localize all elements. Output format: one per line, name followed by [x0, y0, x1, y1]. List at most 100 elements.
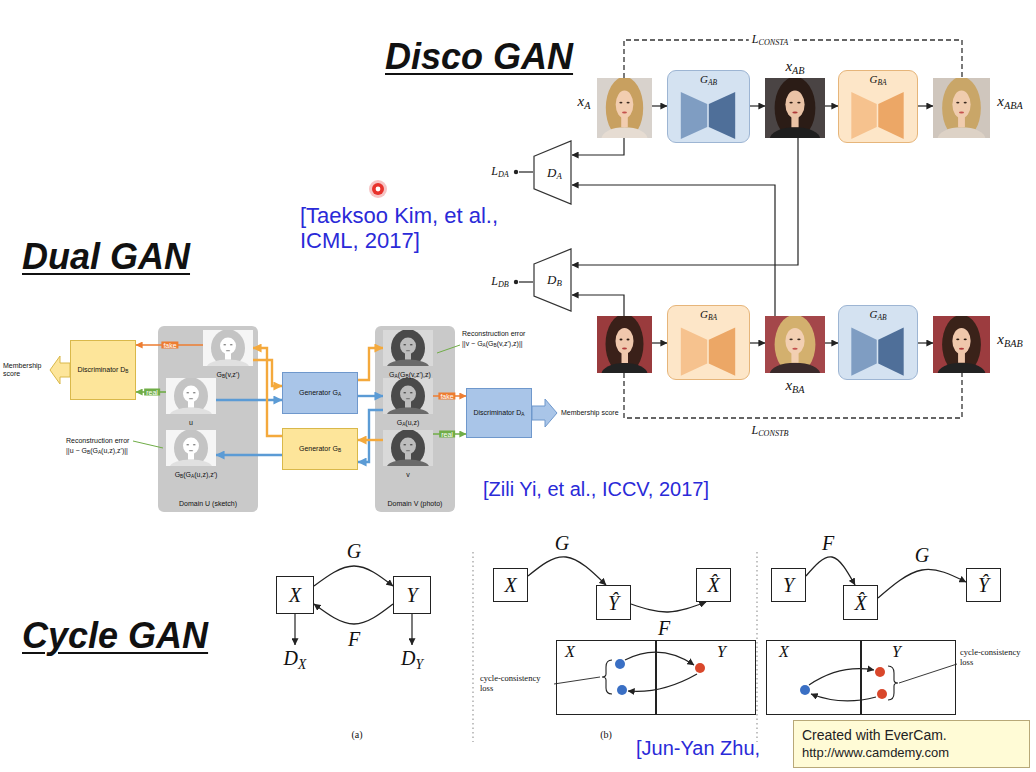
- text-run: A: [483, 343, 486, 348]
- text-run: ABA: [1004, 100, 1023, 111]
- text-run: Membership score: [561, 409, 619, 416]
- face: [952, 91, 970, 119]
- section-heading: Disco GAN: [385, 36, 573, 77]
- connector: [253, 348, 282, 436]
- text-run: http://www.camdemy.com: [802, 745, 949, 760]
- connector: [918, 342, 933, 343]
- shoulders: [170, 460, 212, 466]
- image-node: GA(GB(v,z'),z): [383, 330, 433, 366]
- eye: [964, 102, 967, 104]
- text-run: G: [869, 73, 877, 85]
- sample-dot: [617, 685, 627, 695]
- text-run: real: [146, 389, 158, 396]
- text-run: X: [504, 574, 516, 596]
- shoulders: [770, 127, 820, 138]
- mapping-label: G: [914, 544, 930, 567]
- text-run: A: [98, 450, 101, 455]
- lips: [406, 350, 411, 351]
- node-label: GB(v,z'): [216, 371, 239, 379]
- text-run: x: [785, 377, 792, 393]
- node-label: X̂: [854, 593, 866, 613]
- wire: [411, 614, 412, 645]
- text-run: [Taeksoo Kim, et al., ICML, 2017]: [300, 203, 498, 253]
- eye: [627, 102, 630, 104]
- text-run: (b): [600, 729, 612, 740]
- lips: [622, 348, 627, 350]
- text-run: AB: [708, 78, 717, 87]
- node-label: DA: [547, 164, 562, 180]
- consistency-loss-line: [624, 373, 962, 418]
- loss-label: LDB: [491, 275, 509, 289]
- text-run: L: [752, 32, 759, 46]
- eye: [410, 344, 413, 345]
- node-label: GB(GA(u,z),z'): [175, 471, 218, 479]
- node-label: Y: [783, 575, 794, 595]
- text-run: G: [700, 308, 708, 320]
- loss-output-dot: [514, 170, 518, 174]
- text-run: G: [915, 544, 929, 566]
- generator-box: GAB: [838, 305, 918, 380]
- text-run: X: [779, 643, 789, 660]
- image-node: xAB: [765, 78, 825, 138]
- text-run: G: [82, 447, 87, 454]
- eye: [403, 344, 406, 345]
- text-run: B: [222, 374, 225, 379]
- text-run: x: [785, 58, 792, 74]
- eye: [186, 444, 189, 445]
- text-run: BAB: [1004, 338, 1023, 349]
- face: [400, 386, 416, 403]
- decoder-shape: [709, 328, 735, 376]
- sample-dot: [875, 667, 885, 677]
- lips: [959, 111, 964, 113]
- eye: [797, 102, 800, 104]
- text-run: D: [516, 409, 521, 416]
- watermark-box: Created with EverCam.http://www.camdemy.…: [793, 720, 1030, 768]
- text-run: A: [584, 100, 590, 111]
- cursor-dot: [372, 183, 384, 195]
- text-run: u: [189, 419, 193, 426]
- eye: [789, 102, 792, 104]
- text-run: (v,z'),z): [409, 371, 431, 378]
- encoder-shape: [851, 92, 876, 139]
- connector: [878, 569, 966, 598]
- citation: [Jun-Yan Zhu,: [636, 737, 760, 760]
- face: [952, 328, 970, 354]
- shoulders: [770, 363, 820, 373]
- text-run: D: [401, 647, 415, 669]
- domain-box: Y: [393, 576, 431, 614]
- bracket: [888, 666, 898, 700]
- text-run: Ŷ: [978, 574, 989, 596]
- text-run: (a): [351, 729, 362, 740]
- text-run: A: [556, 171, 561, 181]
- text-run: fake: [163, 342, 176, 349]
- eye: [620, 339, 623, 341]
- text-run: G: [389, 371, 394, 378]
- connector: [216, 454, 282, 456]
- connector: [825, 342, 838, 343]
- discriminator-box: Discriminator DB: [70, 340, 136, 400]
- text-run: (u,z),z')||: [101, 447, 128, 454]
- text-run: [Jun-Yan Zhu,: [636, 737, 760, 759]
- text-run: Membership score: [3, 362, 42, 377]
- text-run: ||v −: [462, 340, 477, 347]
- text-run: BA: [877, 78, 886, 87]
- text-run: L: [491, 164, 498, 178]
- node-label: GA(u,z): [397, 419, 420, 427]
- loss-label: LCONSTB: [751, 424, 788, 438]
- shoulders: [387, 408, 429, 414]
- eye: [964, 338, 967, 340]
- node-label: X̂: [707, 575, 719, 595]
- domain-box: X̂: [843, 585, 878, 620]
- text-run: G: [700, 73, 708, 85]
- domain-square: Y: [656, 640, 756, 715]
- sample-dot: [695, 663, 705, 673]
- face-picture: [933, 316, 990, 373]
- node-label: Discriminator DA: [473, 409, 524, 417]
- node-label: Generator GB: [299, 445, 341, 453]
- real-fake-tag: fake: [438, 393, 455, 400]
- mapping-arc: [628, 674, 697, 691]
- encoder-shape: [681, 328, 707, 376]
- text-run: (v,z'),z)||: [497, 340, 523, 347]
- consistency-loss-line: [624, 40, 962, 78]
- text-run: G: [186, 471, 191, 478]
